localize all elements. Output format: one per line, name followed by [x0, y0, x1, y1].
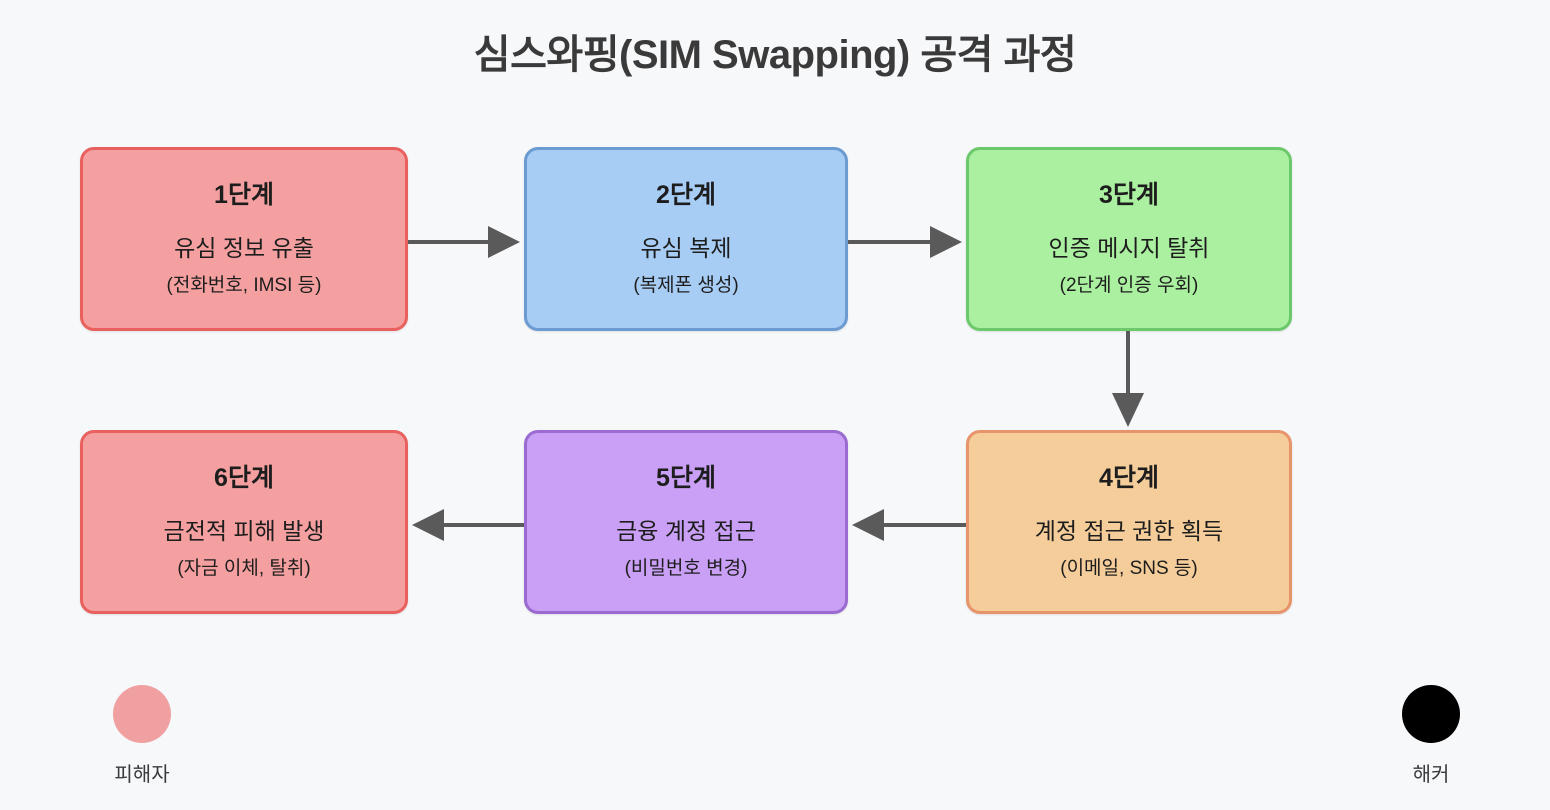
- hacker-dot-icon: [1402, 685, 1460, 743]
- arrow-left-icon-step-5-to-step-6: [412, 509, 524, 541]
- flow-node-step-6[interactable]: 6단계 금전적 피해 발생 (자금 이체, 탈취): [80, 430, 408, 614]
- flow-node-step-5[interactable]: 5단계 금융 계정 접근 (비밀번호 변경): [524, 430, 848, 614]
- flow-node-description: 유심 정보 유출: [174, 235, 314, 262]
- flow-node-step-1[interactable]: 1단계 유심 정보 유출 (전화번호, IMSI 등): [80, 147, 408, 331]
- flow-node-note: (전화번호, IMSI 등): [166, 274, 322, 296]
- arrow-right-icon-step-2-to-step-3: [848, 226, 962, 258]
- flow-node-description: 계정 접근 권한 획득: [1034, 518, 1224, 545]
- flow-node-description: 유심 복제: [640, 235, 732, 262]
- flow-node-note: (복제폰 생성): [633, 274, 739, 296]
- legend-item-victim: 피해자: [113, 685, 171, 785]
- flow-node-step-2[interactable]: 2단계 유심 복제 (복제폰 생성): [524, 147, 848, 331]
- flow-node-step-4[interactable]: 4단계 계정 접근 권한 획득 (이메일, SNS 등): [966, 430, 1292, 614]
- flow-node-note: (2단계 인증 우회): [1059, 274, 1199, 296]
- flow-node-description: 인증 메시지 탈취: [1048, 235, 1210, 262]
- legend-item-hacker: 해커: [1402, 685, 1460, 785]
- flow-node-step-label: 3단계: [1099, 180, 1159, 209]
- flow-node-note: (이메일, SNS 등): [1060, 557, 1198, 579]
- arrow-left-icon-step-4-to-step-5: [852, 509, 966, 541]
- legend-label-victim: 피해자: [114, 764, 170, 786]
- victim-dot-icon: [113, 685, 171, 743]
- flow-node-note: (비밀번호 변경): [624, 557, 748, 579]
- flow-node-description: 금전적 피해 발생: [163, 518, 325, 545]
- flow-node-step-label: 2단계: [656, 180, 716, 209]
- flow-node-step-label: 4단계: [1099, 463, 1159, 492]
- flow-node-step-3[interactable]: 3단계 인증 메시지 탈취 (2단계 인증 우회): [966, 147, 1292, 331]
- flow-node-description: 금융 계정 접근: [616, 518, 756, 545]
- flow-node-step-label: 6단계: [214, 463, 274, 492]
- flow-node-step-label: 1단계: [214, 180, 274, 209]
- arrow-down-icon-step-3-to-step-4: [1112, 331, 1144, 427]
- arrow-right-icon-step-1-to-step-2: [408, 226, 520, 258]
- page-title: 심스와핑(SIM Swapping) 공격 과정: [473, 33, 1077, 77]
- flow-node-note: (자금 이체, 탈취): [177, 557, 311, 579]
- legend-label-hacker: 해커: [1412, 764, 1450, 786]
- flow-node-step-label: 5단계: [656, 463, 716, 492]
